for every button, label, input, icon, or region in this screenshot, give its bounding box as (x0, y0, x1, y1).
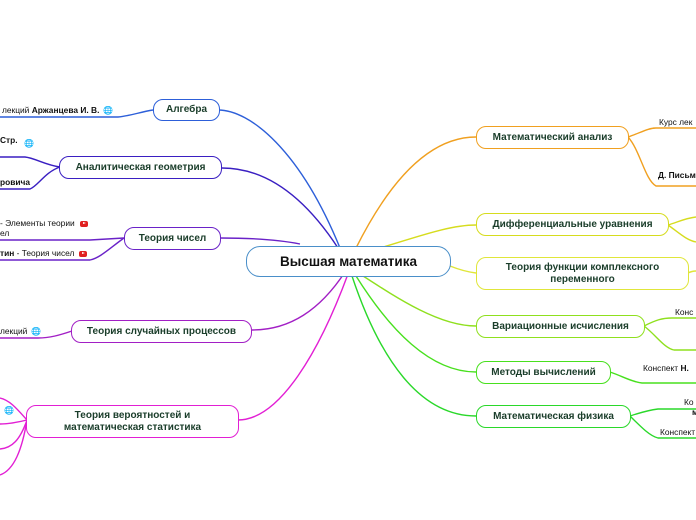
leaf-variational-1[interactable]: Конс (675, 307, 693, 317)
leaf-geometry-1[interactable]: Стр. (0, 135, 18, 145)
leaf-analysis-2[interactable]: Д. Письм (658, 170, 696, 180)
topic-algebra-label: Алгебра (165, 104, 207, 115)
leaf-algebra-author: Аржанцева И. В. (31, 105, 100, 115)
topic-number-theory-label: Теория чисел (138, 232, 207, 244)
topic-math-analysis-label: Математический анализ (492, 131, 613, 143)
leaf-analysis-1[interactable]: Курс лек (659, 117, 692, 127)
globe-icon[interactable]: 🌐 (4, 406, 14, 415)
topic-probability-statistics[interactable]: Теория вероятностей и математическая ста… (26, 405, 239, 438)
topic-complex-label-line2: переменного (550, 273, 615, 285)
leaf-algebra-lectures[interactable]: лекций Аржанцева И. В.🌐 (2, 105, 113, 116)
leaf-physics-1-text: Ко (684, 397, 694, 407)
connector-variational (359, 273, 477, 327)
connector-diff-equations (379, 224, 477, 249)
connector-math-physics (351, 275, 477, 417)
leaf-number-theory-2[interactable]: тин - Теория чисел (0, 248, 88, 258)
topic-random-processes-label: Теория случайных процессов (86, 325, 237, 337)
topic-diff-equations[interactable]: Дифференциальные уравнения (476, 213, 669, 236)
topic-complex-label-line1: Теория функции комплексного (505, 261, 660, 273)
leaf-numerical-1-text: Конспект (643, 363, 681, 373)
leaf-random-lectures[interactable]: лекций🌐 (0, 326, 41, 337)
leaf-number-1-line1: - Элементы теории (0, 218, 75, 228)
leaf-random-text: лекций (0, 326, 28, 336)
leaf-geometry-2[interactable]: ровича (0, 177, 30, 187)
connector-numerical (355, 275, 477, 373)
leaf-number-theory-1[interactable]: - Элементы теории ел (0, 218, 88, 238)
leaf-analysis-2-author: Д. Письм (658, 170, 696, 180)
topic-algebra[interactable]: Алгебра (153, 99, 220, 121)
connector-random-processes (251, 271, 346, 331)
topic-diff-equations-label: Дифференциальные уравнения (492, 218, 653, 230)
globe-icon[interactable]: 🌐 (24, 139, 34, 148)
leaf-number-2-text: - Теория чисел (14, 248, 75, 258)
leaf-analysis-1-text: Курс лек (659, 117, 693, 127)
leaf-geometry-1-text: Стр. (0, 135, 18, 145)
youtube-icon[interactable] (79, 220, 88, 227)
topic-complex-functions[interactable]: Теория функции комплексного переменного (476, 257, 689, 290)
globe-icon[interactable]: 🌐 (103, 106, 114, 115)
topic-variational[interactable]: Вариационные исчисления (476, 315, 645, 338)
central-topic[interactable]: Высшая математика (246, 246, 451, 277)
leaf-numerical-1-author: Н. (680, 363, 689, 373)
topic-probability-label-line1: Теория вероятностей и (74, 409, 191, 421)
leaf-physics-2-text: Конспект (660, 427, 696, 437)
connector-math-analysis (355, 136, 477, 249)
leaf-physics-1-bold: м (692, 407, 696, 417)
topic-math-physics-label: Математическая физика (493, 410, 614, 422)
topic-analytic-geometry[interactable]: Аналитическая геометрия (59, 156, 222, 179)
globe-icon[interactable]: 🌐 (31, 327, 42, 336)
leaf-algebra-text: лекций (2, 105, 32, 115)
leaf-number-1-line2: ел (0, 228, 10, 238)
leaf-geometry-2-text: ровича (0, 177, 31, 187)
topic-numerical-methods-label: Методы вычислений (491, 366, 596, 378)
topic-random-processes[interactable]: Теория случайных процессов (71, 320, 252, 343)
connector-complex (449, 265, 477, 274)
connector-probability (237, 273, 349, 421)
topic-math-physics[interactable]: Математическая физика (476, 405, 631, 428)
connector-analytic-geometry (221, 167, 339, 249)
topic-numerical-methods[interactable]: Методы вычислений (476, 361, 611, 384)
topic-number-theory[interactable]: Теория чисел (124, 227, 221, 250)
leaf-numerical-1[interactable]: Конспект Н. (643, 363, 689, 373)
connector-number-theory (219, 237, 301, 245)
topic-math-analysis[interactable]: Математический анализ (476, 126, 629, 149)
topic-analytic-geometry-label: Аналитическая геометрия (75, 161, 206, 173)
youtube-icon[interactable] (79, 250, 88, 257)
leaf-physics-1[interactable]: Ко м (684, 397, 696, 417)
connector-algebra (217, 109, 341, 249)
leaf-number-2-author: тин (0, 248, 15, 258)
leaf-physics-2[interactable]: Конспект (660, 427, 695, 437)
central-topic-label: Высшая математика (280, 253, 417, 269)
topic-variational-label: Вариационные исчисления (492, 320, 629, 332)
leaf-variational-1-text: Конс (675, 307, 694, 317)
topic-probability-label-line2: математическая статистика (63, 421, 202, 433)
